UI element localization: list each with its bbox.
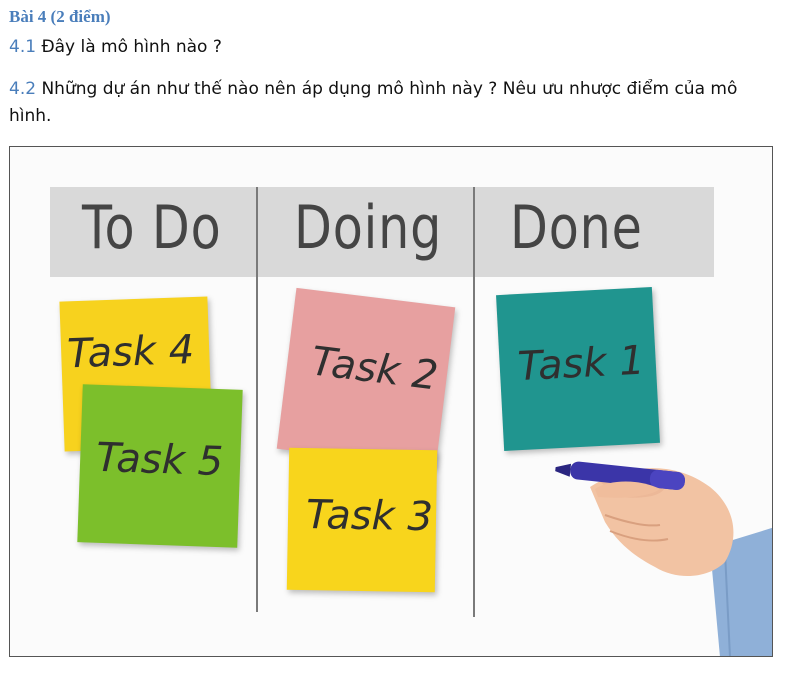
exercise-heading: Bài 4 (2 điểm) bbox=[9, 7, 111, 26]
question-text: Đây là mô hình nào ? bbox=[41, 37, 222, 57]
sticky-note-task-2: Task 2 bbox=[276, 287, 456, 469]
note-label: Task 3 bbox=[305, 492, 434, 541]
board-header-band bbox=[50, 187, 714, 277]
hand-with-marker-icon bbox=[555, 461, 772, 656]
question-text: Những dự án như thế nào nên áp dụng mô h… bbox=[9, 79, 738, 126]
sticky-note-task-3: Task 3 bbox=[286, 447, 438, 593]
column-divider bbox=[256, 187, 258, 612]
column-header-todo: To Do bbox=[82, 193, 222, 263]
kanban-board-image: To Do Doing Done Task 4 Task 5 Task 2 Ta… bbox=[9, 146, 773, 657]
column-divider bbox=[473, 187, 475, 617]
note-label: Task 5 bbox=[95, 434, 224, 486]
sticky-note-task-5: Task 5 bbox=[77, 384, 243, 548]
note-label: Task 4 bbox=[66, 326, 195, 378]
question-number: 4.1 bbox=[9, 37, 37, 57]
note-label: Task 2 bbox=[308, 338, 441, 400]
question-4-2: 4.2 Những dự án như thế nào nên áp dụng … bbox=[9, 76, 784, 130]
question-number: 4.2 bbox=[9, 79, 37, 99]
column-header-done: Done bbox=[510, 193, 643, 263]
column-header-doing: Doing bbox=[294, 193, 443, 263]
question-4-1: 4.1 Đây là mô hình nào ? bbox=[9, 34, 222, 61]
note-label: Task 1 bbox=[516, 337, 646, 391]
